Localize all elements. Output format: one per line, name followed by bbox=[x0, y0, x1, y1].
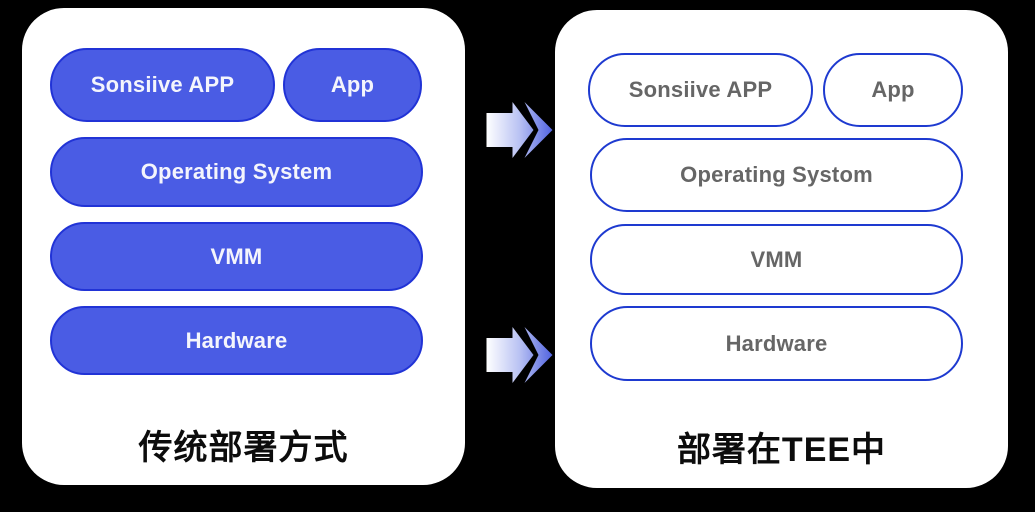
layer-vmm: VMM bbox=[50, 222, 423, 291]
layer-label: Hardware bbox=[185, 327, 288, 353]
layer-label: App bbox=[871, 77, 915, 102]
layer-label: Operating System bbox=[140, 159, 333, 184]
layer-label: App bbox=[330, 72, 375, 97]
panel-caption-tee: 部署在TEE中 bbox=[676, 431, 887, 469]
layer-app: App bbox=[283, 48, 422, 122]
tee-deployment-panel: Sonsiive APP App Operating Systom VMM Ha… bbox=[555, 10, 1008, 488]
panel-caption-traditional: 传统部署方式 bbox=[138, 429, 349, 467]
layer-hardware: Hardware bbox=[50, 306, 423, 375]
layer-label: Operating Systom bbox=[680, 162, 873, 187]
layer-app: App bbox=[823, 53, 963, 127]
double-right-arrow-icon-bottom bbox=[486, 327, 553, 383]
layer-sonsiive-app: Sonsiive APP bbox=[50, 48, 275, 122]
layer-vmm: VMM bbox=[590, 224, 963, 295]
layer-label: Sonsiive APP bbox=[90, 72, 235, 97]
layer-label: Sonsiive APP bbox=[628, 77, 773, 102]
layer-sonsiive-app: Sonsiive APP bbox=[588, 53, 813, 127]
layer-label: Hardware bbox=[725, 330, 828, 356]
layer-hardware: Hardware bbox=[590, 306, 963, 381]
layer-label: VMM bbox=[750, 246, 803, 272]
traditional-deployment-panel: Sonsiive APP App Operating System VMM Ha… bbox=[22, 8, 465, 485]
double-right-arrow-icon-top bbox=[486, 102, 553, 158]
layer-operating-system: Operating System bbox=[50, 137, 423, 207]
layer-label: VMM bbox=[210, 243, 263, 269]
layer-operating-system: Operating Systom bbox=[590, 138, 963, 212]
